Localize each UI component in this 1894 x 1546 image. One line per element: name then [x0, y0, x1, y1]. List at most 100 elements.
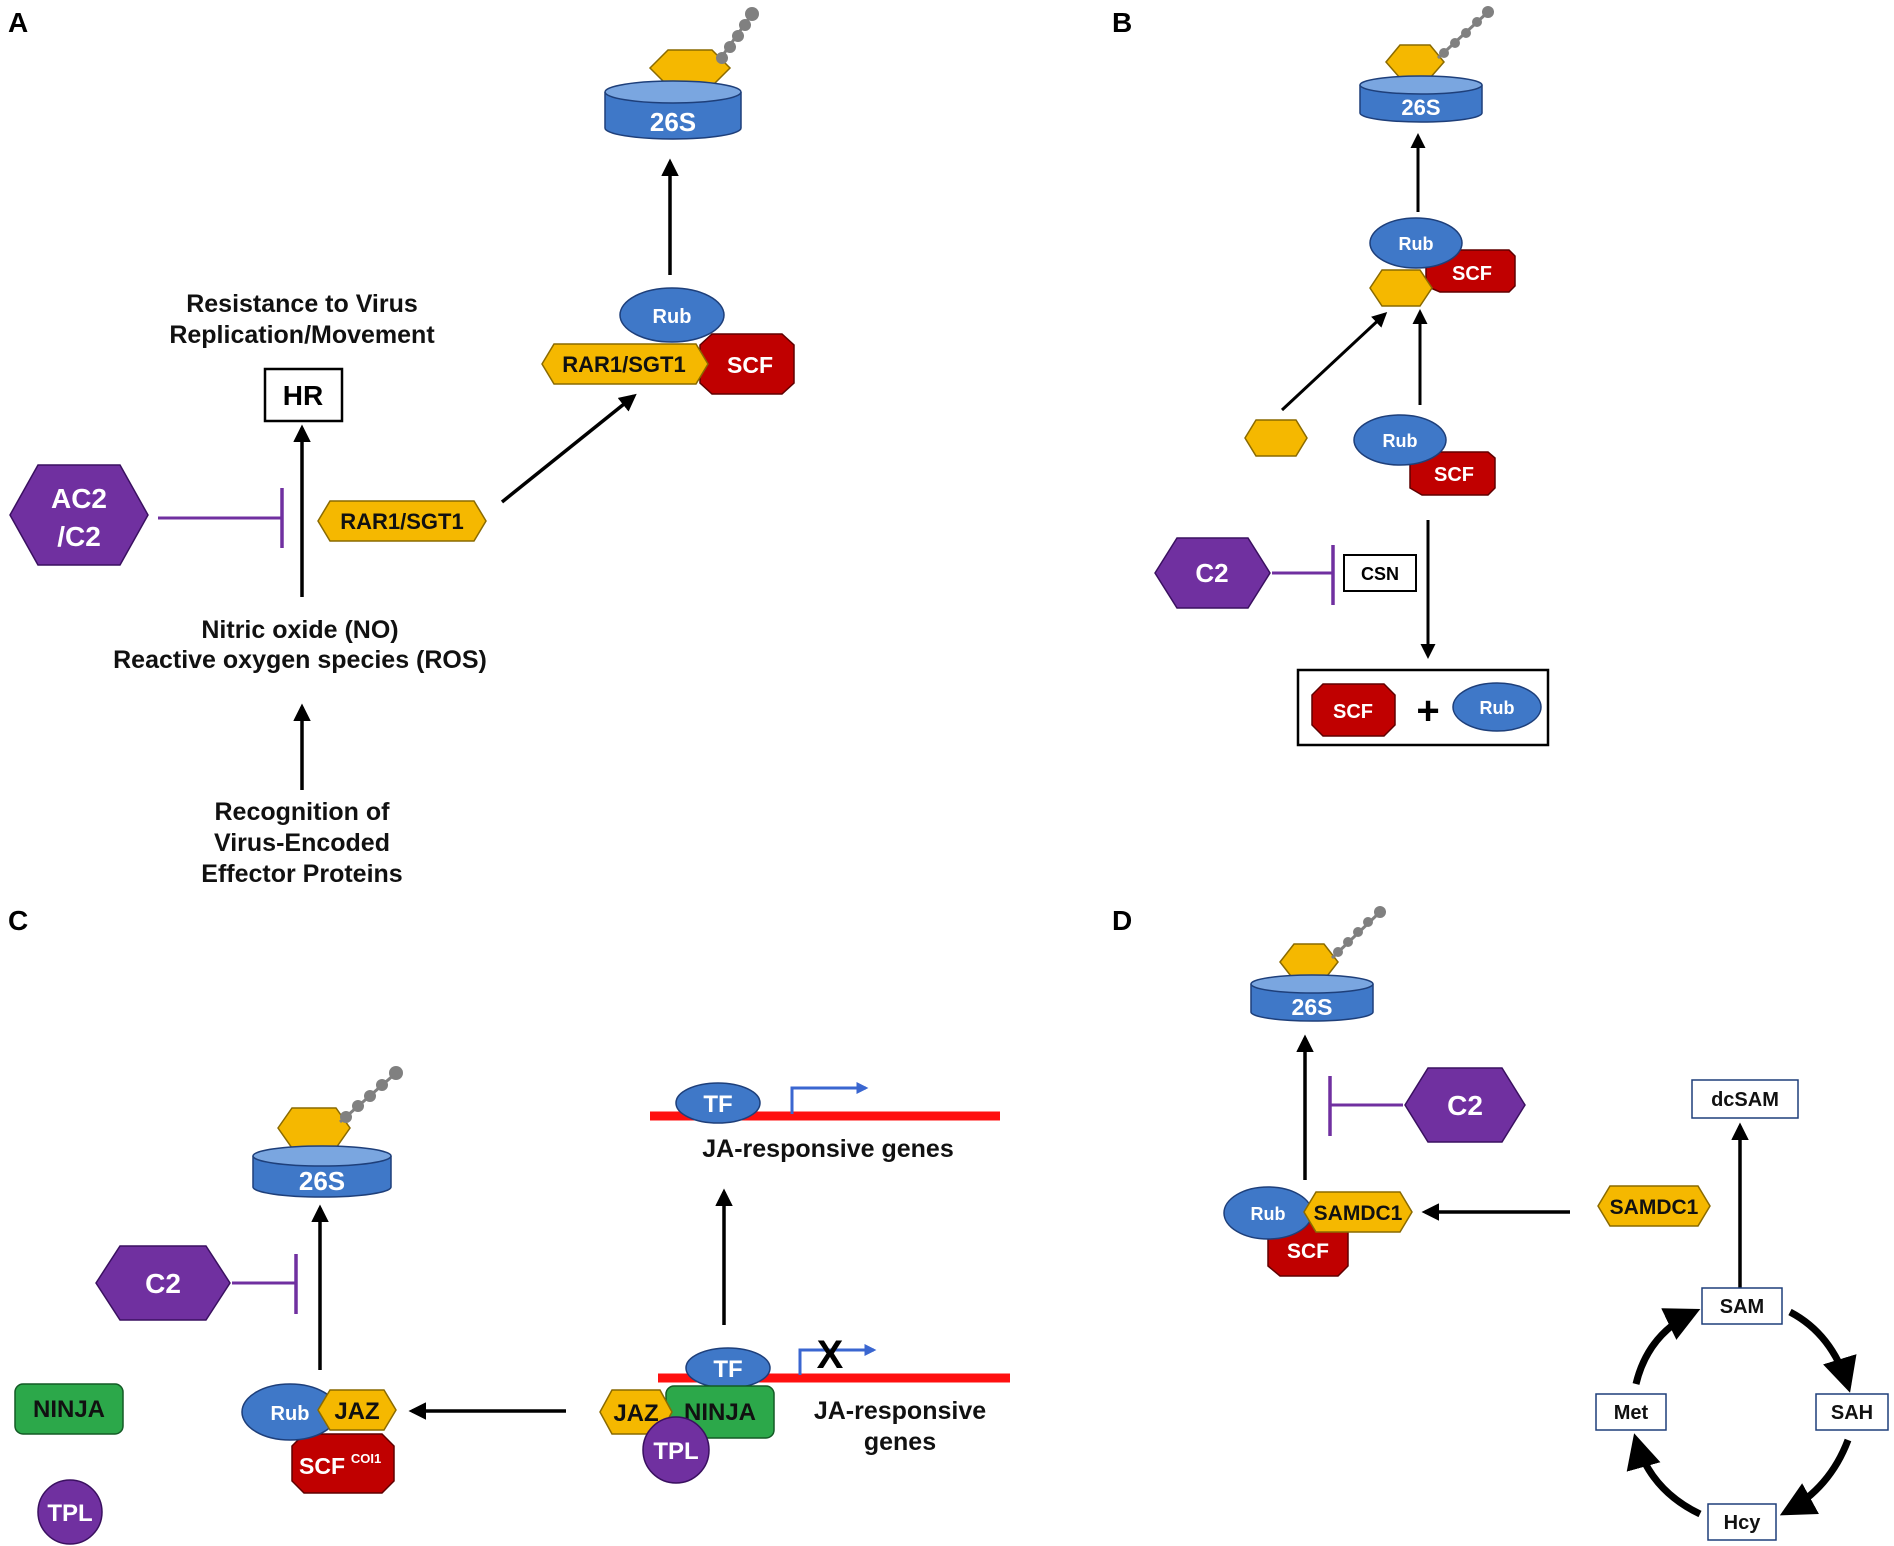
ja-genes-active-label: JA-responsive genes: [702, 1135, 954, 1163]
arrow-target-to-complex: [1280, 311, 1388, 412]
ubiquitin-chain: [716, 7, 759, 64]
proteasome-label: 26S: [299, 1166, 345, 1196]
resistance-line-1: Resistance to Virus: [186, 290, 418, 318]
sam-label: SAM: [1720, 1296, 1764, 1318]
panel-b: B 26S SCF Rub SCF: [1112, 6, 1550, 747]
scf-octagon: [1311, 683, 1396, 737]
rub-label: Rub: [1480, 698, 1515, 718]
rub-label: Rub: [1399, 234, 1434, 254]
rub-ellipse: [1452, 682, 1542, 732]
rar1-sgt1-free-label: RAR1/SGT1: [340, 509, 463, 534]
proteasome-cylinder: [252, 1156, 392, 1198]
target-hexagon: [1369, 269, 1433, 307]
hcy-label: Hcy: [1724, 1512, 1762, 1534]
scf-coi1-superscript: COI1: [351, 1451, 381, 1466]
proteasome-label: 26S: [1401, 95, 1440, 120]
rub-label: Rub: [271, 1403, 310, 1425]
transcription-arrow-repressed: [798, 1344, 877, 1375]
panel-b-active-scf: SCF Rub: [1369, 217, 1516, 307]
rar1-sgt1-free-hexagon: [317, 500, 487, 542]
tpl-repress-label: TPL: [653, 1438, 698, 1465]
proteasome-label: 26S: [650, 107, 696, 137]
panel-c-letter: C: [8, 905, 28, 936]
hcy-box: [1707, 1503, 1777, 1541]
tf-label-repressed: TF: [713, 1356, 742, 1383]
panel-c-proteasome-complex: 26S: [252, 1066, 403, 1198]
degraded-target-hexagon: [1385, 44, 1445, 79]
proteasome-cylinder: [604, 92, 742, 140]
cycle-arrow-hcy-to-met: [1626, 1433, 1702, 1518]
cycle-arrow-met-to-sam: [1632, 1308, 1701, 1385]
ninja-free-label: NINJA: [33, 1396, 105, 1423]
c2-label: C2: [145, 1268, 181, 1299]
panel-d-scf-samdc1-complex: SCF Rub SAMDC1: [1223, 1186, 1413, 1277]
panel-b-proteasome-complex: 26S: [1359, 6, 1494, 123]
c2-hexagon: [1404, 1067, 1526, 1143]
c2-label: C2: [1447, 1090, 1483, 1121]
cycle-arrow-sah-to-hcy: [1779, 1438, 1852, 1516]
c2-label: C2: [1195, 558, 1228, 588]
scf-label: SCF: [1287, 1240, 1329, 1263]
panel-d-letter: D: [1112, 905, 1132, 936]
ja-genes-repressed-line-1: JA-responsive: [814, 1397, 986, 1425]
no-line-2: Reactive oxygen species (ROS): [113, 646, 487, 674]
met-label: Met: [1614, 1402, 1649, 1424]
panel-d: D 26S C2 SCF Rub SAMDC1: [1112, 905, 1889, 1541]
panel-d-proteasome-complex: 26S: [1250, 906, 1386, 1022]
rub-ellipse: [1353, 414, 1447, 466]
recognition-line-1: Recognition of: [215, 798, 391, 826]
jaz-hexagon: [317, 1389, 397, 1431]
proteasome-top: [1250, 974, 1374, 994]
proteasome-top: [252, 1145, 392, 1167]
rub-ellipse: [619, 287, 725, 343]
samdc1-label: SAMDC1: [1314, 1202, 1403, 1225]
panel-b-letter: B: [1112, 7, 1132, 38]
recognition-line-3: Effector Proteins: [201, 860, 402, 888]
samdc1-free-hexagon: [1597, 1185, 1711, 1227]
panel-c-scf-coi1-complex: SCF COI1 Rub JAZ: [241, 1383, 397, 1494]
plus-sign: +: [1416, 689, 1439, 733]
sah-box: [1815, 1393, 1889, 1431]
sah-label: SAH: [1831, 1402, 1873, 1424]
proteasome-label: 26S: [1292, 994, 1333, 1020]
jaz-label: JAZ: [334, 1398, 379, 1425]
scf-label: SCF: [1452, 263, 1492, 285]
scf-label: SCF: [727, 352, 773, 378]
panel-a-proteasome-complex: 26S: [604, 7, 759, 140]
sam-box: [1701, 1287, 1783, 1325]
tf-label-active: TF: [703, 1091, 732, 1118]
ac2-label-line-1: AC2: [51, 483, 107, 514]
proteasome-top: [604, 80, 742, 104]
rub-label: Rub: [1251, 1204, 1286, 1224]
panel-b-neddylated-scf: SCF Rub: [1353, 414, 1496, 496]
dcsam-label: dcSAM: [1711, 1089, 1779, 1111]
dcsam-box: [1691, 1079, 1799, 1119]
samdc1-hexagon: [1303, 1191, 1413, 1233]
panel-a-scf-complex: Rub SCF RAR1/SGT1: [541, 287, 795, 395]
ninja-repress-label: NINJA: [684, 1399, 756, 1426]
degraded-target-hexagon: [277, 1107, 351, 1149]
hr-label: HR: [283, 380, 323, 411]
cycle-arrow-sam-to-sah: [1788, 1308, 1857, 1393]
met-box: [1595, 1393, 1667, 1431]
ninja-free-box: [14, 1383, 124, 1435]
panel-a: A 26S Rub SCF RAR1/SGT1 Resistance to Vi…: [8, 7, 795, 888]
rub-ellipse: [1369, 217, 1463, 269]
arrow-to-scf-complex: [500, 393, 637, 504]
csn-box: [1343, 554, 1417, 592]
free-target-hexagon: [1244, 419, 1308, 457]
ubiquitin-chain: [1436, 6, 1494, 60]
c2-hexagon: [95, 1245, 231, 1321]
panel-c: C 26S C2 NINJA TPL SCF COI1: [8, 905, 1010, 1545]
ac2-label-line-2: /C2: [57, 521, 101, 552]
recognition-line-2: Virus-Encoded: [214, 829, 390, 857]
rar1-sgt1-hexagon: [541, 343, 709, 385]
csn-label: CSN: [1361, 564, 1399, 584]
tf-ellipse-active: [675, 1082, 761, 1124]
blocked-x-mark: X: [817, 1333, 844, 1377]
ja-genes-repressed-line-2: genes: [864, 1428, 936, 1456]
samdc1-free-label: SAMDC1: [1610, 1196, 1699, 1219]
scf-octagon: [1409, 451, 1496, 496]
tpl-free-circle: [37, 1479, 103, 1545]
